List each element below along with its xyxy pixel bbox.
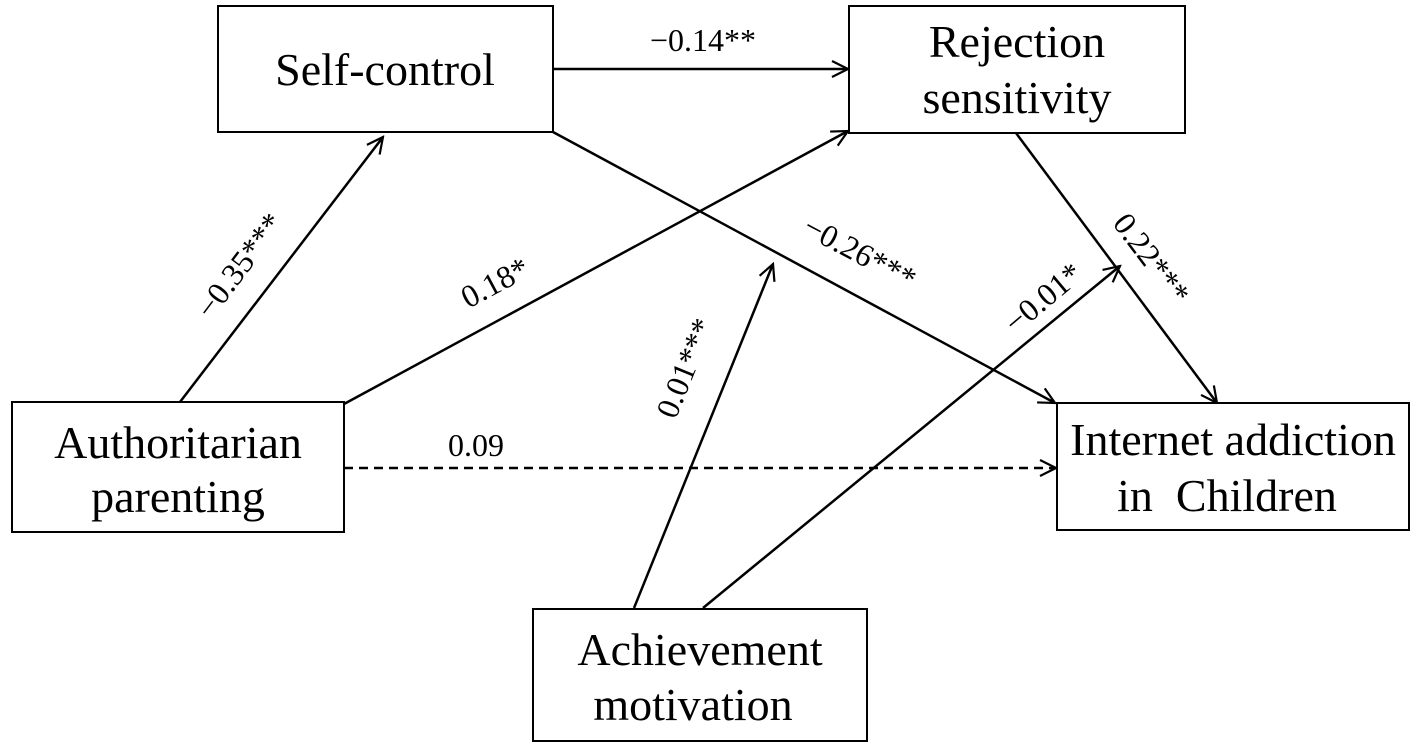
coef-achievement-moderation-a: 0.01***	[649, 313, 721, 423]
node-label-line-2: in Children	[1117, 470, 1337, 521]
node-label-line-2: motivation	[593, 679, 792, 730]
coef-rejection-to-addiction: 0.22***	[1106, 206, 1197, 311]
arrow-achievement-moderation-a	[632, 264, 773, 609]
node-authoritarian-parenting: Authoritarian parenting	[11, 401, 345, 533]
coef-self-control-to-rejection: −0.14**	[650, 22, 756, 58]
coef-self-control-to-addiction: −0.26***	[798, 208, 923, 297]
arrow-self-control-to-addiction	[552, 130, 1055, 403]
node-label-line-2: sensitivity	[922, 72, 1111, 123]
coef-parenting-to-rejection: 0.18*	[455, 249, 535, 315]
arrow-parenting-to-rejection	[343, 131, 848, 406]
node-internet-addiction: Internet addiction in Children	[1056, 402, 1410, 531]
arrow-parenting-to-self-control	[179, 137, 383, 403]
node-label-line-1: Achievement	[577, 624, 822, 675]
node-label: Self-control	[275, 44, 495, 95]
coef-achievement-moderation-b: −0.01*	[997, 255, 1089, 340]
node-label-line-1: Authoritarian	[54, 417, 302, 468]
arrow-achievement-moderation-b	[702, 266, 1120, 609]
coef-parenting-to-self-control: −0.35***	[188, 206, 290, 325]
node-label-line-1: Rejection	[929, 16, 1105, 67]
coef-parenting-to-addiction: 0.09	[448, 427, 504, 463]
node-label-line-1: Internet addiction	[1070, 414, 1396, 465]
node-rejection-sensitivity: Rejection sensitivity	[848, 5, 1186, 134]
node-label-line-2: parenting	[91, 471, 265, 522]
node-achievement-motivation: Achievement motivation	[532, 608, 868, 742]
node-self-control: Self-control	[217, 5, 554, 133]
